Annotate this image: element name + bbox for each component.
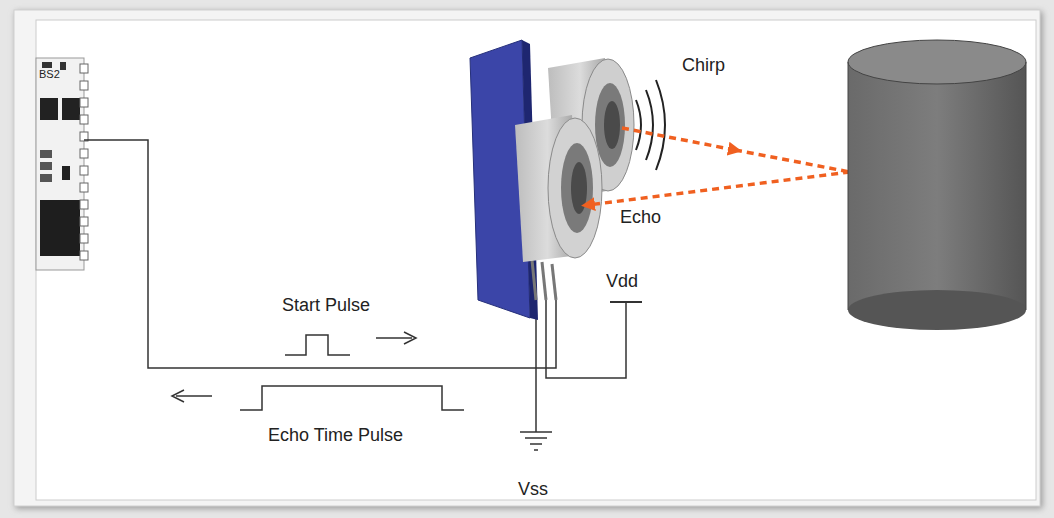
supply-label: Vss bbox=[518, 480, 548, 500]
signal-label: Echo Time Pulse bbox=[268, 426, 403, 446]
vdd-symbol bbox=[610, 301, 642, 303]
arrow-left bbox=[172, 390, 212, 402]
echo-pulse-waveform bbox=[240, 386, 464, 410]
module-name: BS2 bbox=[39, 68, 60, 80]
signal-label: Start Pulse bbox=[282, 296, 370, 316]
signal-label: Echo bbox=[620, 208, 661, 228]
panel bbox=[36, 20, 1036, 500]
arrow-right bbox=[376, 332, 416, 344]
chirp-waves bbox=[636, 80, 665, 170]
supply-label: Vdd bbox=[606, 272, 638, 292]
ground-symbol bbox=[520, 432, 552, 450]
start-pulse-waveform bbox=[285, 335, 350, 355]
sound-ray bbox=[588, 128, 850, 205]
target-cylinder bbox=[848, 40, 1026, 330]
signal-label: Chirp bbox=[682, 56, 725, 76]
bs2-module bbox=[36, 58, 88, 270]
frame bbox=[14, 10, 1040, 506]
